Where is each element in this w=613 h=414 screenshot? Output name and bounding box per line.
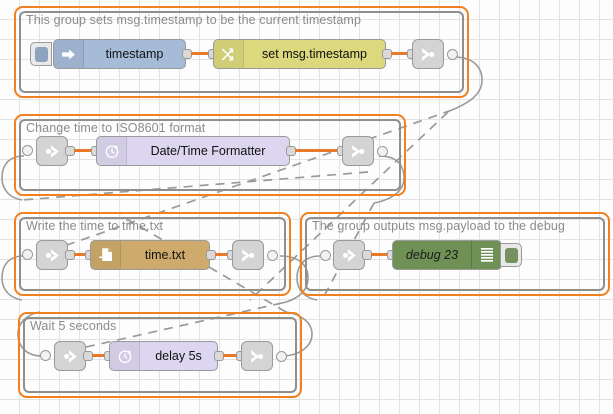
group-inner-border	[19, 217, 286, 291]
link-out-port[interactable]	[377, 146, 388, 157]
inject-button-glyph	[34, 46, 48, 62]
link-in-icon	[45, 248, 59, 262]
group-label: Wait 5 seconds	[30, 319, 117, 333]
wire	[391, 52, 411, 55]
node-label: delay 5s	[155, 349, 202, 363]
node-link-out-3[interactable]	[232, 240, 264, 270]
node-link-in-2[interactable]	[36, 136, 68, 166]
debug-button-glyph	[504, 247, 518, 263]
node-label: debug 23	[405, 248, 459, 262]
group-writefile[interactable]: Write the time to time.txt	[14, 212, 291, 296]
wire	[74, 149, 95, 152]
group-timestamp[interactable]: This group sets msg.timestamp to be the …	[14, 6, 469, 98]
node-datetime-formatter[interactable]: Date/Time Formatter	[96, 136, 290, 166]
node-link-out-2[interactable]	[342, 136, 374, 166]
node-delay-5s[interactable]: delay 5s	[109, 341, 218, 371]
group-delay[interactable]: Wait 5 seconds	[18, 312, 302, 398]
link-out-icon	[351, 144, 364, 158]
group-debug[interactable]: The group outputs msg.payload to the deb…	[300, 212, 610, 296]
link-out-icon	[241, 248, 254, 262]
node-debug-23[interactable]: debug 23	[392, 240, 502, 270]
link-out-port[interactable]	[447, 49, 458, 60]
link-in-port[interactable]	[320, 250, 331, 261]
node-link-out-5[interactable]	[241, 341, 273, 371]
link-out-icon	[421, 47, 434, 61]
group-label: Change time to ISO8601 format	[26, 121, 206, 135]
debug-lines-icon	[471, 241, 501, 269]
group-inner-border	[19, 119, 401, 191]
link-in-icon	[63, 349, 77, 363]
node-link-out-1[interactable]	[412, 39, 444, 69]
stopwatch-icon	[110, 342, 140, 370]
node-label: timestamp	[105, 47, 164, 61]
link-in-icon	[45, 144, 59, 158]
node-change-set-timestamp[interactable]: set msg.timestamp	[213, 39, 386, 69]
shuffle-icon	[214, 40, 244, 68]
wire	[92, 354, 108, 357]
wire	[295, 149, 341, 152]
group-inner-border	[305, 217, 605, 291]
node-link-in-5[interactable]	[54, 341, 86, 371]
clock-icon	[97, 137, 127, 165]
group-label: This group sets msg.timestamp to be the …	[26, 13, 361, 27]
node-inject-timestamp[interactable]: timestamp	[53, 39, 186, 69]
arrow-right-icon	[54, 40, 84, 68]
group-label: The group outputs msg.payload to the deb…	[312, 219, 565, 233]
link-in-port[interactable]	[40, 350, 51, 361]
link-out-port[interactable]	[267, 250, 278, 261]
node-label: set msg.timestamp	[262, 47, 367, 61]
link-out-port[interactable]	[276, 351, 287, 362]
node-link-in-3[interactable]	[36, 240, 68, 270]
debug-toggle-button[interactable]	[500, 243, 522, 267]
inject-trigger-button[interactable]	[30, 42, 52, 66]
group-label: Write the time to time.txt	[26, 219, 164, 233]
wire	[371, 253, 391, 256]
link-in-port[interactable]	[22, 249, 33, 260]
wire	[215, 253, 231, 256]
link-out-icon	[250, 349, 263, 363]
group-inner-border	[23, 317, 297, 393]
node-label: Date/Time Formatter	[150, 144, 266, 158]
node-file-write[interactable]: time.txt	[90, 240, 210, 270]
file-out-icon	[91, 241, 121, 269]
wire	[223, 354, 240, 357]
wire	[74, 253, 88, 256]
group-iso8601[interactable]: Change time to ISO8601 format	[14, 114, 406, 196]
node-link-in-4[interactable]	[333, 240, 365, 270]
group-inner-border	[19, 11, 464, 93]
link-in-port[interactable]	[22, 145, 33, 156]
link-in-icon	[342, 248, 356, 262]
node-label: time.txt	[144, 248, 186, 262]
wire	[191, 52, 212, 55]
